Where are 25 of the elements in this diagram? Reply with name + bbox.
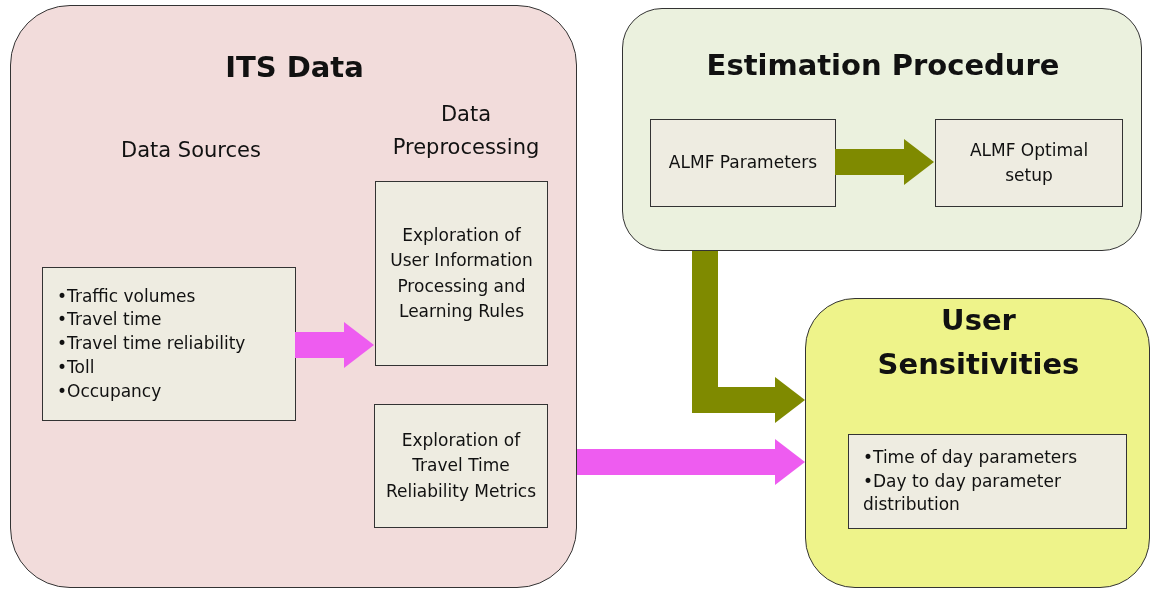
section-heading: Data Sources <box>120 137 262 164</box>
rounded-panel <box>805 298 1150 588</box>
list-item: •Toll <box>57 355 95 379</box>
panel-title: Estimation Procedure <box>705 47 1061 84</box>
process-box: Exploration of User Information Processing and Learning Rules <box>375 181 548 366</box>
block-arrow <box>692 251 805 423</box>
block-arrow <box>835 139 934 185</box>
section-heading: Data Preprocessing <box>391 101 541 161</box>
bullet-list-box <box>848 434 1127 529</box>
block-arrow <box>577 439 805 485</box>
panel-title: ITS Data <box>224 49 365 86</box>
block-arrow <box>295 322 374 368</box>
rounded-panel <box>622 8 1142 251</box>
process-box: Exploration of Travel Time Reliability Metrics <box>374 404 548 528</box>
list-item: •Time of day parameters <box>863 445 1078 469</box>
list-item: •Traffic volumes <box>57 284 196 308</box>
list-item: •Day to day parameter distribution <box>863 469 1062 517</box>
rounded-panel <box>10 5 577 588</box>
list-item: •Travel time <box>57 308 162 332</box>
list-item: •Travel time reliability <box>57 332 246 356</box>
process-box: ALMF Optimal setup <box>935 119 1123 207</box>
process-box: ALMF Parameters <box>650 119 836 207</box>
panel-title: User Sensitivities <box>876 302 1081 383</box>
list-item: •Occupancy <box>57 379 162 403</box>
bullet-list-box <box>42 267 296 421</box>
